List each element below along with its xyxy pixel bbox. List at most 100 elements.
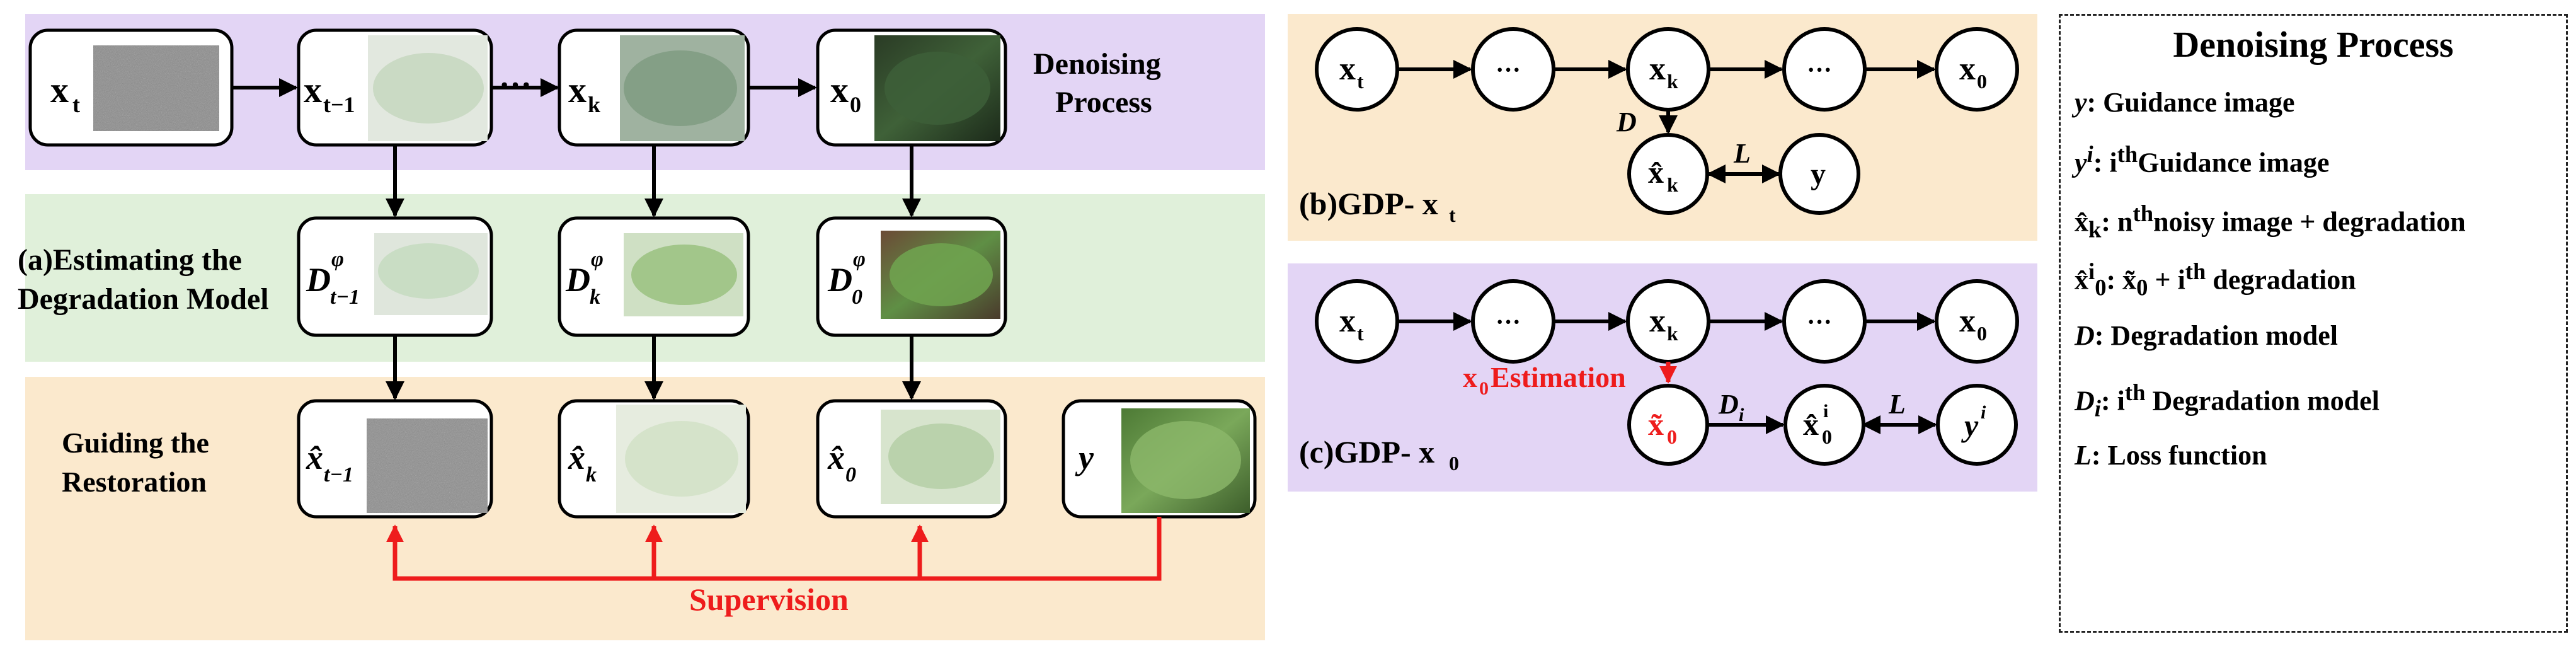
svg-text:x̃: x̃ bbox=[1648, 406, 1664, 442]
node-d-k: D φ k bbox=[558, 216, 750, 337]
svg-text:t: t bbox=[1357, 70, 1364, 93]
svg-text:k: k bbox=[586, 463, 597, 487]
svg-text:0: 0 bbox=[1667, 425, 1677, 448]
b-node-x0: x 0 bbox=[1935, 27, 2019, 112]
supervision-label: Supervision bbox=[689, 582, 849, 617]
c-title: (c)GDP- x bbox=[1299, 434, 1434, 470]
c-estimation-prefix: x bbox=[1463, 361, 1477, 393]
svg-text:i: i bbox=[1981, 402, 1986, 423]
guiding-title-line2: Restoration bbox=[62, 466, 207, 498]
c-edge-l-label: L bbox=[1888, 389, 1906, 420]
svg-text:x: x bbox=[1649, 51, 1666, 87]
node-d-0: D φ 0 bbox=[816, 216, 1007, 337]
node-xk: x k bbox=[558, 28, 750, 147]
c-node-degraded: x̂ i 0 bbox=[1783, 384, 1865, 466]
svg-text:0: 0 bbox=[852, 285, 862, 309]
c-node-xt: x t bbox=[1315, 279, 1399, 364]
svg-text:φ: φ bbox=[591, 248, 604, 271]
svg-text:···: ··· bbox=[1807, 308, 1832, 336]
c-node-estimated: x̃ 0 bbox=[1627, 384, 1709, 466]
b-edge-l-label: L bbox=[1733, 138, 1751, 169]
panel-c: x t ··· x k ··· x 0 x 0 Estimation bbox=[1288, 263, 2037, 492]
c-node-ellipsis-2: ··· bbox=[1782, 279, 1867, 364]
denoising-title-line2: Process bbox=[1055, 86, 1152, 119]
svg-text:x̂: x̂ bbox=[568, 439, 585, 476]
c-node-xk: x k bbox=[1626, 279, 1710, 364]
svg-text:y: y bbox=[1811, 158, 1826, 191]
c-edge-d-sub: i bbox=[1739, 405, 1744, 425]
svg-text:D: D bbox=[827, 261, 852, 299]
c-node-x0: x 0 bbox=[1935, 279, 2019, 364]
b-node-ellipsis-2: ··· bbox=[1782, 27, 1867, 112]
panel-a: Denoising Process (a)Estimating the Degr… bbox=[18, 14, 1265, 640]
svg-text:0: 0 bbox=[850, 92, 861, 117]
top-ellipsis: ··· bbox=[499, 67, 532, 103]
legend-box: Denoising Process y: Guidance image yi: … bbox=[2059, 14, 2568, 633]
svg-text:k: k bbox=[588, 92, 600, 117]
svg-text:t−1: t−1 bbox=[330, 285, 360, 309]
svg-text:x: x bbox=[50, 69, 69, 110]
node-xhat-0: x̂ 0 bbox=[816, 399, 1007, 519]
svg-text:t: t bbox=[72, 92, 80, 117]
node-xhat-t-1: x̂ t−1 bbox=[297, 399, 493, 519]
svg-text:i: i bbox=[1823, 401, 1828, 422]
b-title: (b)GDP- x bbox=[1299, 186, 1438, 221]
legend-item-ith-degradation-model: Di: ith Degradation model bbox=[2075, 379, 2379, 422]
c-node-guide: y i bbox=[1936, 384, 2018, 466]
panel-b: x t ··· x k ··· x 0 x̂ k bbox=[1288, 14, 2037, 241]
svg-text:φ: φ bbox=[853, 248, 866, 271]
legend-title: Denoising Process bbox=[2173, 24, 2454, 65]
c-node-ellipsis-1: ··· bbox=[1471, 279, 1555, 364]
b-edge-d-label: D bbox=[1616, 107, 1637, 137]
svg-text:t−1: t−1 bbox=[323, 92, 355, 117]
svg-text:x: x bbox=[1959, 51, 1976, 87]
svg-text:···: ··· bbox=[1807, 55, 1832, 84]
svg-text:x̂: x̂ bbox=[306, 439, 323, 476]
node-xt-1: x t−1 bbox=[297, 28, 493, 147]
svg-text:D: D bbox=[565, 261, 590, 299]
svg-text:k: k bbox=[1667, 173, 1678, 196]
estimating-title-line2: Degradation Model bbox=[18, 282, 269, 316]
svg-text:k: k bbox=[1667, 322, 1678, 345]
svg-text:0: 0 bbox=[845, 463, 856, 487]
node-xt: x t bbox=[28, 28, 234, 147]
node-x0: x 0 bbox=[816, 28, 1007, 147]
b-node-degraded: x̂ k bbox=[1627, 133, 1709, 215]
legend-item-degraded-estimate: x̂i0: x̃0 + ith degradation bbox=[2075, 258, 2356, 301]
svg-text:0: 0 bbox=[1822, 425, 1832, 448]
c-edge-d-label: D bbox=[1718, 389, 1739, 420]
b-node-xk: x k bbox=[1626, 27, 1710, 112]
svg-text:t: t bbox=[1357, 322, 1364, 345]
svg-text:x̂: x̂ bbox=[827, 439, 845, 476]
b-node-ellipsis-1: ··· bbox=[1471, 27, 1555, 112]
svg-text:x: x bbox=[304, 69, 322, 110]
svg-text:x̂: x̂ bbox=[1803, 406, 1819, 442]
estimating-title-line1: (a)Estimating the bbox=[18, 243, 242, 277]
svg-text:y: y bbox=[1075, 439, 1094, 476]
c-title-sub: 0 bbox=[1449, 452, 1459, 475]
legend-item-loss-function: L: Loss function bbox=[2075, 440, 2267, 471]
svg-text:x: x bbox=[1339, 303, 1356, 339]
legend-item-noisy-image: x̂k: nthnoisy image + degradation bbox=[2075, 200, 2466, 243]
svg-text:x: x bbox=[1339, 51, 1356, 87]
svg-text:x: x bbox=[830, 69, 849, 110]
denoising-title-line1: Denoising bbox=[1033, 47, 1161, 81]
svg-text:D: D bbox=[306, 261, 331, 299]
node-d-t-1: D φ t−1 bbox=[297, 216, 493, 337]
legend-item-ith-guidance: yi: ithGuidance image bbox=[2075, 141, 2330, 178]
svg-text:x: x bbox=[1649, 303, 1666, 339]
legend-item-degradation-model: D: Degradation model bbox=[2075, 320, 2338, 351]
svg-text:0: 0 bbox=[1977, 70, 1987, 93]
svg-text:0: 0 bbox=[1977, 322, 1987, 345]
b-node-y: y bbox=[1778, 133, 1860, 215]
node-xhat-k: x̂ k bbox=[558, 399, 750, 519]
svg-text:k: k bbox=[1667, 70, 1678, 93]
svg-text:x: x bbox=[568, 69, 587, 110]
svg-text:y: y bbox=[1961, 408, 1979, 443]
svg-text:t−1: t−1 bbox=[324, 463, 353, 487]
svg-text:x: x bbox=[1959, 303, 1976, 339]
svg-text:k: k bbox=[590, 285, 600, 309]
guiding-title-line1: Guiding the bbox=[62, 427, 209, 459]
svg-text:φ: φ bbox=[331, 248, 344, 271]
